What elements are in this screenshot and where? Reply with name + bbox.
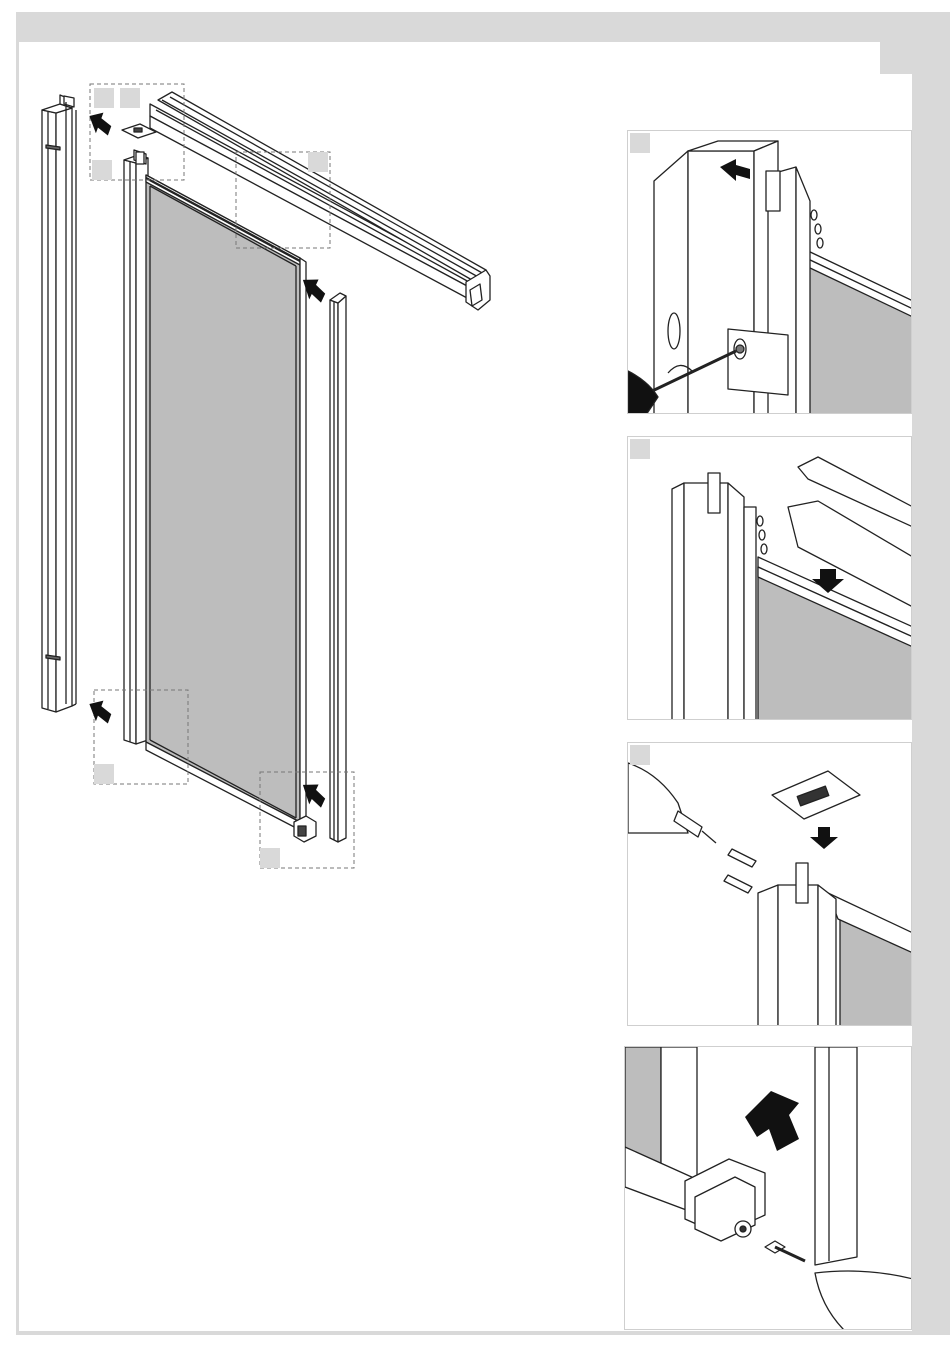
arrow-down-icon	[810, 827, 838, 849]
exploded-assembly-diagram: `	[0, 0, 620, 900]
door-vertical-profile	[124, 150, 148, 744]
step-marker	[630, 133, 650, 153]
page-frame-bottom	[16, 1331, 950, 1335]
arrow-up-icon	[745, 1091, 799, 1151]
detail-panel-cap-pins	[627, 742, 912, 1026]
callout-marker-4	[308, 152, 328, 172]
page-frame-right	[912, 74, 950, 1335]
detail-panel-handle-screw	[627, 130, 912, 414]
detail-panel-roller-block	[624, 1046, 912, 1330]
arrow-left-top-icon	[85, 108, 115, 137]
callout-marker-2	[120, 88, 140, 108]
callout-marker-3	[92, 160, 112, 180]
callout-marker-6	[260, 848, 280, 868]
glass-door-panel	[146, 175, 316, 842]
callout-marker-1	[94, 88, 114, 108]
wall-profile-left	[42, 95, 76, 712]
detail-panel-top-rail	[627, 436, 912, 720]
page-frame-tab	[880, 42, 950, 74]
arrow-left-bottom-icon	[85, 696, 115, 725]
step-marker	[630, 745, 650, 765]
callout-marker-5	[94, 764, 114, 784]
step-marker	[630, 439, 650, 459]
wall-profile-right	[330, 293, 346, 842]
